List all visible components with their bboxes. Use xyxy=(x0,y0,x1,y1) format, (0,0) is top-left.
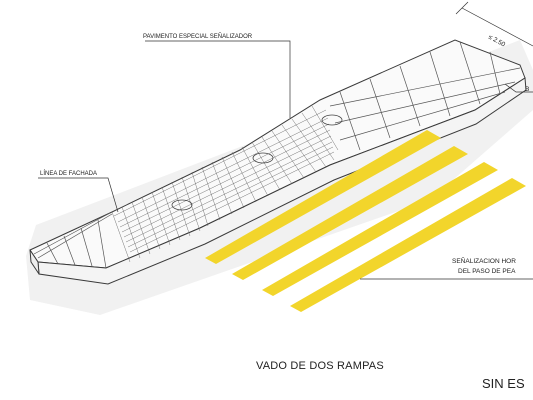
slab-front-face xyxy=(37,77,527,285)
crosswalk-stripe-1 xyxy=(205,130,441,264)
crosswalk-stripes xyxy=(205,130,526,312)
scale-note: SIN ES xyxy=(482,376,525,391)
crosswalk-stripe-4 xyxy=(290,178,526,312)
leader-pavimento xyxy=(145,40,291,118)
leader-lines xyxy=(38,1,533,280)
slab-grid-right xyxy=(329,41,521,151)
dimension-tick-1 xyxy=(455,1,469,15)
diagram-title: VADO DE DOS RAMPAS xyxy=(256,360,384,372)
label-dimension: ≤ 2.50 xyxy=(487,34,506,49)
slab-grid-left xyxy=(33,212,113,269)
ramp-arrow-markings xyxy=(171,114,343,211)
leader-linea xyxy=(38,177,119,213)
dimension-line xyxy=(461,7,533,47)
tactile-paving-area xyxy=(111,105,339,263)
label-b: B xyxy=(525,86,529,93)
leader-b xyxy=(504,83,533,93)
label-senalizacion-2: DEL PASO DE PEA xyxy=(458,268,516,275)
crosswalk-stripe-2 xyxy=(232,146,468,280)
crosswalk-stripe-3 xyxy=(262,162,498,296)
label-pavimento: PAVIMENTO ESPECIAL SEÑALIZADOR xyxy=(143,33,253,40)
label-linea-fachada: LÍNEA DE FACHADA xyxy=(40,170,97,177)
sidewalk-slab xyxy=(29,39,527,285)
label-senalizacion-1: SEÑALIZACION HOR xyxy=(452,256,516,265)
slab-left-end xyxy=(29,249,40,275)
